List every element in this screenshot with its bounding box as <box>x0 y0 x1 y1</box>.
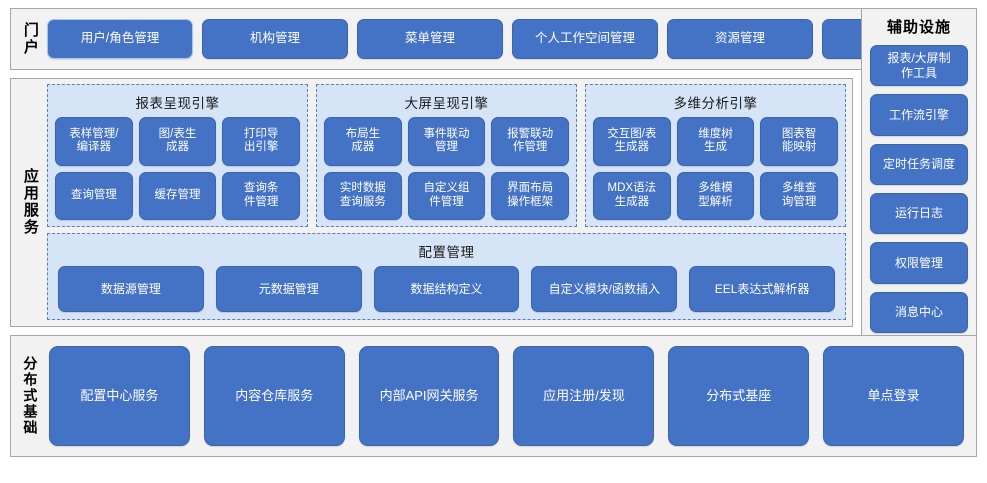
engine3-item-multidim-model-parsing[interactable]: 多维模 型解析 <box>676 171 755 220</box>
portal-item-resource[interactable]: 资源管理 <box>667 19 813 59</box>
top-row: 门户 用户/角色管理 机构管理 菜单管理 个人工作空间管理 资源管理 自助分析 <box>10 8 977 70</box>
aux-item-workflow-engine[interactable]: 工作流引擎 <box>870 94 968 136</box>
engine1-item-query-condition-management[interactable]: 查询条 件管理 <box>222 171 300 220</box>
engine3-item-multidim-query-management[interactable]: 多维查 询管理 <box>760 171 838 220</box>
config-item-eel-expression-parser[interactable]: EEL表达式解析器 <box>689 266 835 312</box>
portal-item-menu[interactable]: 菜单管理 <box>357 19 503 59</box>
infra-item-content-repository-service[interactable]: 内容仓库服务 <box>203 346 345 446</box>
engines-row: 报表呈现引擎 表样管理/ 编译器 图/表生 成器 打印导 出引擎 查询管理 缓存… <box>47 84 846 227</box>
engine-report-rendering-title: 报表呈现引擎 <box>135 96 220 111</box>
aux-item-message-center[interactable]: 消息中心 <box>870 291 968 333</box>
application-service-panel: 应用服务 报表呈现引擎 表样管理/ 编译器 图/表生 成器 打印导 出引擎 查询… <box>10 78 853 327</box>
engine2-item-alarm-action-management[interactable]: 报警联动 作管理 <box>491 117 569 166</box>
engine1-item-chart-table-generator[interactable]: 图/表生 成器 <box>138 117 217 166</box>
engine2-item-custom-component-management[interactable]: 自定义组 件管理 <box>407 171 486 220</box>
application-service-body: 报表呈现引擎 表样管理/ 编译器 图/表生 成器 打印导 出引擎 查询管理 缓存… <box>47 84 846 320</box>
engine-bigscreen-rendering-title: 大屏呈现引擎 <box>404 96 489 111</box>
portal-item-org[interactable]: 机构管理 <box>202 19 348 59</box>
portal-item-user-role[interactable]: 用户/角色管理 <box>47 19 193 59</box>
config-item-custom-module-function[interactable]: 自定义模块/函数插入 <box>531 266 678 312</box>
portal-section-label: 门户 <box>21 22 39 56</box>
infra-item-internal-api-gateway-service[interactable]: 内部API网关服务 <box>358 346 500 446</box>
infra-item-distributed-base[interactable]: 分布式基座 <box>668 346 810 446</box>
engine2-item-ui-layout-framework[interactable]: 界面布局 操作框架 <box>491 171 569 220</box>
engine2-item-event-linkage-management[interactable]: 事件联动 管理 <box>407 117 486 166</box>
aux-facilities-title: 辅助设施 <box>886 19 951 36</box>
engine-bigscreen-rendering-items: 布局生 成器 事件联动 管理 报警联动 作管理 实时数据 查询服务 自定义组 件… <box>324 117 569 220</box>
engine3-item-mdx-syntax-generator[interactable]: MDX语法 生成器 <box>593 171 671 220</box>
portal-button-list: 用户/角色管理 机构管理 菜单管理 个人工作空间管理 资源管理 自助分析 <box>47 19 970 59</box>
config-management-title: 配置管理 <box>418 245 475 260</box>
engine3-item-interactive-chart-generator[interactable]: 交互图/表 生成器 <box>593 117 671 166</box>
engine-multidim-analysis-items: 交互图/表 生成器 维度树 生成 图表智 能映射 MDX语法 生成器 多维模 型… <box>593 117 838 220</box>
aux-item-report-screen-tool[interactable]: 报表/大屏制 作工具 <box>870 45 968 87</box>
engine-report-rendering-items: 表样管理/ 编译器 图/表生 成器 打印导 出引擎 查询管理 缓存管理 查询条 … <box>55 117 300 220</box>
config-item-datasource-management[interactable]: 数据源管理 <box>58 266 204 312</box>
aux-facilities-panel: 辅助设施 报表/大屏制 作工具 工作流引擎 定时任务调度 运行日志 权限管理 消… <box>861 8 977 342</box>
infra-item-single-sign-on[interactable]: 单点登录 <box>823 346 964 446</box>
aux-item-task-scheduler[interactable]: 定时任务调度 <box>870 143 968 185</box>
config-item-data-structure-definition[interactable]: 数据结构定义 <box>373 266 520 312</box>
engine-multidim-analysis-title: 多维分析引擎 <box>673 96 758 111</box>
engine-bigscreen-rendering: 大屏呈现引擎 布局生 成器 事件联动 管理 报警联动 作管理 实时数据 查询服务… <box>316 84 577 227</box>
config-management-items: 数据源管理 元数据管理 数据结构定义 自定义模块/函数插入 EEL表达式解析器 <box>58 266 835 312</box>
engine-multidim-analysis: 多维分析引擎 交互图/表 生成器 维度树 生成 图表智 能映射 MDX语法 生成… <box>585 84 846 227</box>
infra-item-app-registry-discovery[interactable]: 应用注册/发现 <box>513 346 655 446</box>
engine-report-rendering: 报表呈现引擎 表样管理/ 编译器 图/表生 成器 打印导 出引擎 查询管理 缓存… <box>47 84 308 227</box>
distributed-foundation-list: 配置中心服务 内容仓库服务 内部API网关服务 应用注册/发现 分布式基座 单点… <box>47 342 966 450</box>
infra-item-config-center-service[interactable]: 配置中心服务 <box>49 346 190 446</box>
portal-item-workspace[interactable]: 个人工作空间管理 <box>512 19 658 59</box>
application-service-label: 应用服务 <box>21 168 39 236</box>
aux-item-runtime-log[interactable]: 运行日志 <box>870 192 968 235</box>
engine3-item-chart-smart-mapping[interactable]: 图表智 能映射 <box>760 117 838 166</box>
engine1-item-print-export-engine[interactable]: 打印导 出引擎 <box>222 117 300 166</box>
aux-facilities-list: 报表/大屏制 作工具 工作流引擎 定时任务调度 运行日志 权限管理 消息中心 <box>870 45 968 333</box>
engine1-item-query-management[interactable]: 查询管理 <box>55 171 133 220</box>
config-management-group: 配置管理 数据源管理 元数据管理 数据结构定义 自定义模块/函数插入 EEL表达… <box>47 233 846 320</box>
aux-item-permission-mgmt[interactable]: 权限管理 <box>870 242 968 284</box>
engine2-item-layout-generator[interactable]: 布局生 成器 <box>324 117 402 166</box>
distributed-foundation-label: 分布式基础 <box>22 356 39 436</box>
engine1-item-cache-management[interactable]: 缓存管理 <box>138 171 217 220</box>
engine1-item-template-compiler[interactable]: 表样管理/ 编译器 <box>55 117 133 166</box>
engine3-item-dimension-tree-generation[interactable]: 维度树 生成 <box>676 117 755 166</box>
engine2-item-realtime-data-query-service[interactable]: 实时数据 查询服务 <box>324 171 402 220</box>
config-item-metadata-management[interactable]: 元数据管理 <box>215 266 362 312</box>
portal-panel: 门户 用户/角色管理 机构管理 菜单管理 个人工作空间管理 资源管理 自助分析 <box>10 8 977 70</box>
distributed-foundation-panel: 分布式基础 配置中心服务 内容仓库服务 内部API网关服务 应用注册/发现 分布… <box>10 335 977 457</box>
